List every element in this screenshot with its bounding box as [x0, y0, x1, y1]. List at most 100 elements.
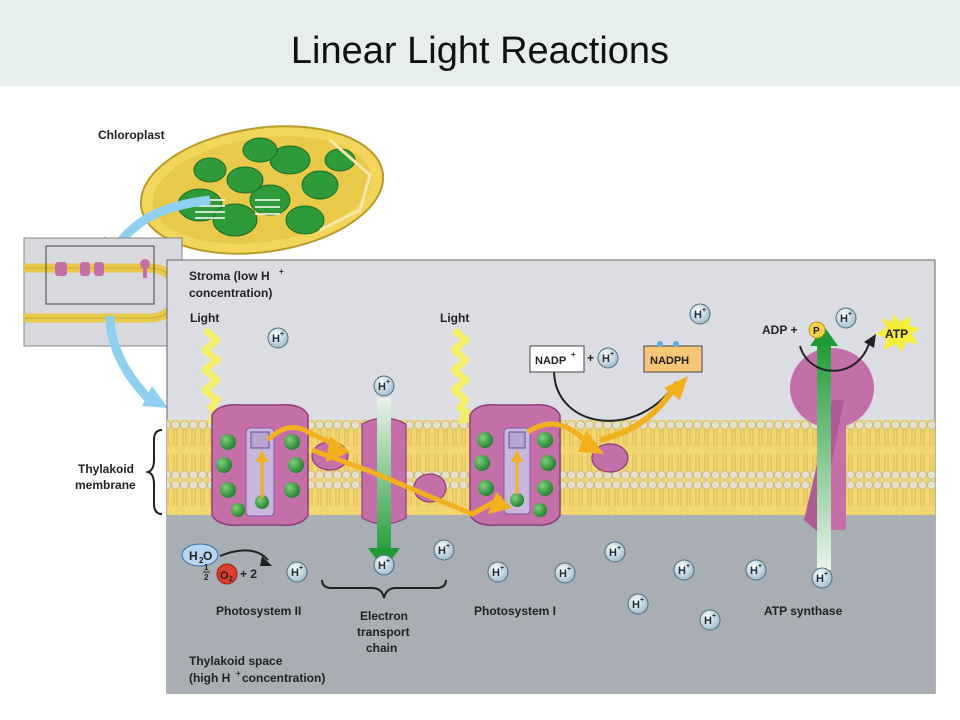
- light-bolt-ps1: [450, 327, 470, 413]
- svg-text:+: +: [386, 558, 390, 565]
- svg-text:2: 2: [204, 573, 209, 582]
- zoom-arrow-2: [105, 315, 154, 404]
- membrane-brace: [144, 429, 163, 515]
- photosystem-ii-label: Photosystem II: [216, 604, 301, 618]
- nadph-box: NADPH: [643, 341, 703, 373]
- svg-text:H: H: [816, 573, 824, 585]
- hydrogen-ion: H+: [267, 327, 289, 349]
- hydrogen-ion: H+: [745, 559, 767, 581]
- electron-flow: [266, 421, 588, 517]
- hydrogen-ion: H+: [699, 609, 721, 631]
- svg-text:H: H: [378, 560, 386, 572]
- plus-sign-nadp: +: [587, 351, 594, 365]
- svg-text:1: 1: [204, 563, 209, 572]
- svg-text:+: +: [640, 597, 644, 604]
- hydrogen-ion: H+: [373, 375, 395, 397]
- svg-text:O: O: [203, 549, 212, 563]
- oxygen-molecule: O 2: [216, 563, 238, 585]
- etc-brace: [321, 579, 447, 599]
- svg-text:H: H: [840, 313, 848, 325]
- svg-text:+: +: [299, 565, 303, 572]
- thylakoid-inset: [23, 237, 183, 347]
- svg-text:H: H: [272, 333, 280, 345]
- svg-text:H: H: [492, 567, 500, 579]
- svg-text:+: +: [500, 565, 504, 572]
- half-fraction: 1 2: [203, 563, 210, 582]
- thylakoid-space-region: [167, 510, 935, 693]
- stroma-label: Stroma (low H: [189, 269, 270, 283]
- stroma-superscript: +: [279, 267, 284, 276]
- svg-text:H: H: [694, 309, 702, 321]
- thylakoid-space-label-line2: (high H: [189, 671, 230, 685]
- svg-text:+: +: [702, 307, 706, 314]
- chloroplast-illustration: [139, 125, 385, 255]
- svg-text:+: +: [686, 563, 690, 570]
- electron-to-nadp-head: [664, 376, 688, 400]
- svg-text:+: +: [280, 331, 284, 338]
- svg-text:H: H: [704, 615, 712, 627]
- thylakoid-space-label: Thylakoid space: [189, 654, 283, 668]
- svg-text:2: 2: [229, 576, 233, 583]
- atp-synthase-label: ATP synthase: [764, 604, 843, 618]
- svg-text:H: H: [632, 599, 640, 611]
- svg-text:2: 2: [199, 556, 204, 565]
- svg-text:+: +: [758, 563, 762, 570]
- svg-text:+: +: [567, 566, 571, 573]
- stroma-label-line2: concentration): [189, 286, 272, 300]
- hydrogen-ion: H+: [433, 539, 455, 561]
- atp-synthase-proton-head: [810, 326, 838, 346]
- atp-synthase-proton-channel: [817, 340, 831, 570]
- svg-text:H: H: [291, 567, 299, 579]
- etc-label-line2: transport: [357, 625, 410, 639]
- slide-title: Linear Light Reactions: [290, 30, 670, 72]
- svg-text:H: H: [750, 565, 758, 577]
- light-label-ps2: Light: [190, 311, 219, 325]
- svg-text:+: +: [571, 350, 576, 359]
- svg-text:+: +: [848, 311, 852, 318]
- svg-text:H: H: [609, 547, 617, 559]
- hydrogen-ion: H+: [554, 562, 576, 584]
- thylakoid-membrane-label: Thylakoid: [78, 462, 134, 476]
- electron-carriers: [311, 417, 629, 525]
- hydrogen-ion: H+: [627, 593, 649, 615]
- svg-text:+: +: [712, 613, 716, 620]
- svg-text:+: +: [386, 379, 390, 386]
- etc-label-line3: chain: [366, 641, 397, 655]
- svg-text:H: H: [559, 568, 567, 580]
- zoom-arrow-1: [114, 195, 211, 248]
- thylakoid-membrane-label-line2: membrane: [75, 478, 136, 492]
- svg-text:ATP: ATP: [885, 327, 908, 341]
- light-bolt-ps2: [201, 327, 221, 413]
- svg-text:NADPH: NADPH: [650, 355, 689, 367]
- svg-text:O: O: [220, 570, 229, 582]
- svg-text:+: +: [824, 571, 828, 578]
- atp-burst: ATP: [876, 314, 920, 352]
- svg-text:H: H: [378, 381, 386, 393]
- svg-text:H: H: [438, 545, 446, 557]
- water-split-arrow-head: [260, 556, 272, 566]
- atp-synthesis-arrow: [799, 339, 871, 372]
- svg-text:P: P: [813, 326, 820, 337]
- nadp-plus-box: NADP +: [529, 345, 585, 373]
- etc-label-line1: Electron: [360, 609, 408, 623]
- svg-text:H: H: [602, 353, 610, 365]
- light-label-ps1: Light: [440, 311, 469, 325]
- svg-text:H: H: [189, 549, 198, 563]
- svg-text:+: +: [610, 351, 614, 358]
- hydrogen-ion: H+: [673, 559, 695, 581]
- electron-arrow-head-2: [488, 492, 512, 514]
- plus-2-label: + 2: [240, 567, 257, 581]
- hydrogen-ion: H+: [811, 567, 833, 589]
- phosphate-circle: P: [808, 321, 826, 339]
- svg-text:+: +: [617, 545, 621, 552]
- atp-synthesis-arrow-head: [864, 334, 876, 348]
- photosystem-i: [469, 403, 561, 527]
- thylakoid-space-label-line2b: concentration): [242, 671, 325, 685]
- svg-text:NADP: NADP: [535, 355, 566, 367]
- hydrogen-ion: H+: [597, 347, 619, 369]
- thylakoid-space-superscript: +: [236, 669, 241, 678]
- svg-text:+: +: [446, 543, 450, 550]
- svg-text:H: H: [678, 565, 686, 577]
- zoom-arrow-2-head: [142, 386, 168, 408]
